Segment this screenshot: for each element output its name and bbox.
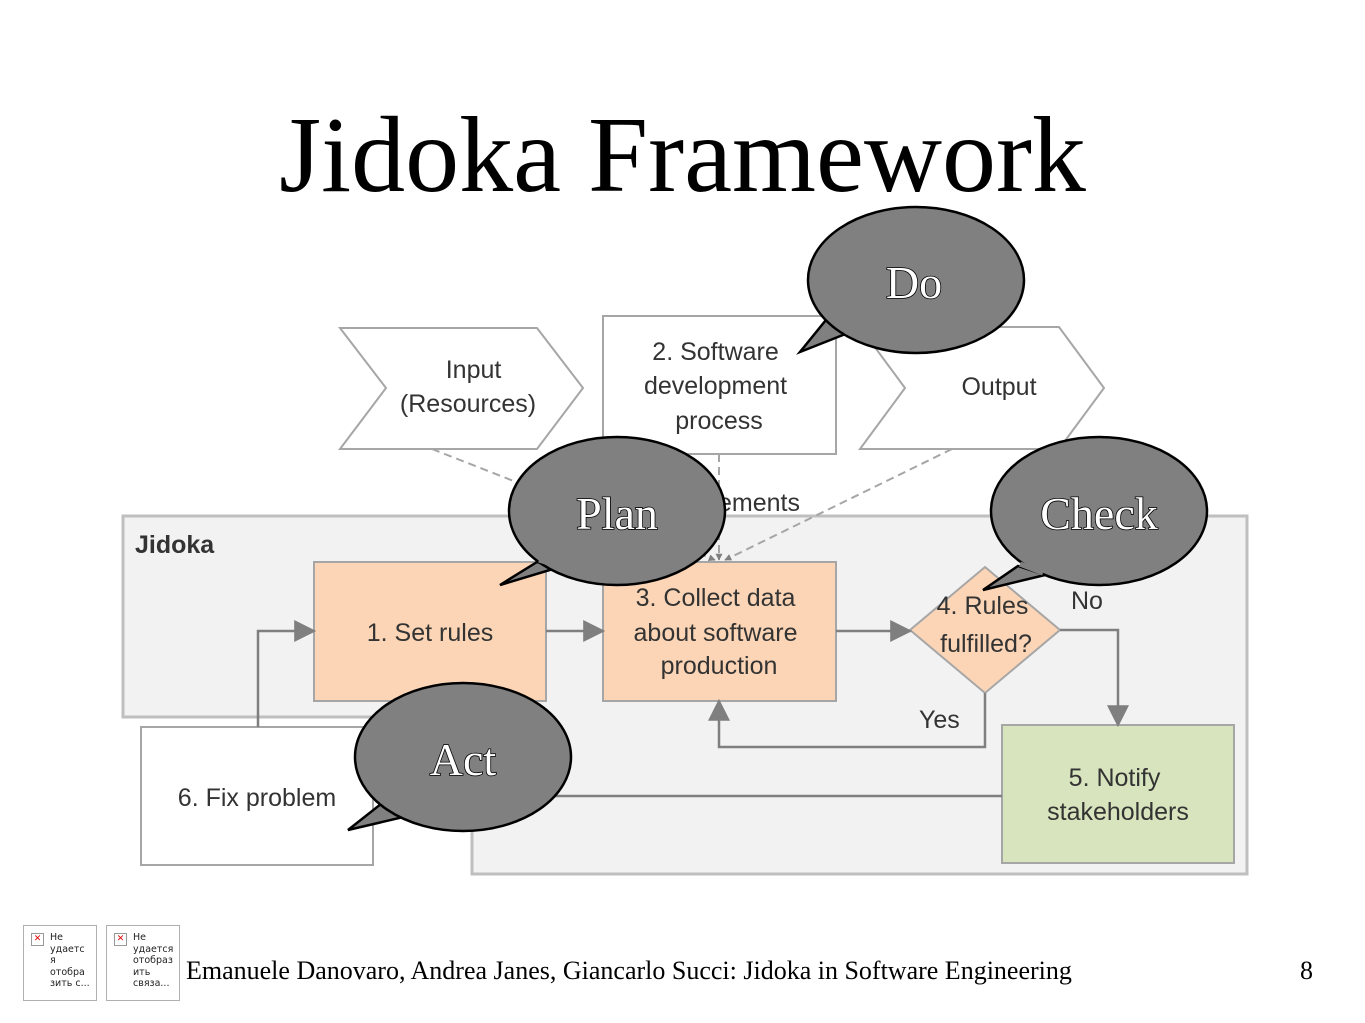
svg-text:4. Rules fulfilled?: 4. Rules fulfilled?	[937, 592, 1036, 658]
collect-line-2: about software	[634, 619, 798, 647]
measurements-label: ements	[718, 489, 800, 517]
page-number: 8	[1300, 956, 1313, 985]
act-bubble: Act	[347, 681, 573, 833]
output-measure-line	[724, 448, 953, 561]
check-label: Check	[1040, 488, 1158, 539]
process-line-2: development	[644, 372, 787, 400]
plan-label: Plan	[576, 488, 658, 539]
output-label: Output	[961, 373, 1036, 401]
rules-line-1: 4. Rules	[937, 592, 1029, 620]
collect-line-1: 3. Collect data	[636, 584, 796, 612]
broken-image-text-1: Не удаетс я отобра зить с...	[50, 932, 90, 989]
do-bubble: Do	[796, 205, 1026, 355]
broken-image-1: ✕ Не удаетс я отобра зить с...	[23, 925, 97, 1001]
arrow-no-to-notify	[1060, 628, 1129, 728]
svg-text:5. Notify stakeholders: 5. Notify stakeholders	[1047, 764, 1189, 826]
check-bubble: Check	[982, 435, 1209, 592]
collect-line-3: production	[661, 652, 778, 680]
input-chevron	[337, 327, 585, 450]
svg-text:3. Collect data about soft: 3. Collect data about software productio…	[634, 584, 805, 680]
slide-title: Jidoka Framework	[279, 96, 1086, 215]
fix-problem-box	[140, 726, 374, 866]
broken-image-icon: ✕	[114, 933, 127, 946]
notify-line-2: stakeholders	[1047, 798, 1189, 826]
software-process-box	[602, 315, 837, 455]
input-line-1: Input	[446, 356, 502, 384]
yes-label: Yes	[919, 706, 960, 734]
notify-line-1: 5. Notify	[1069, 764, 1161, 792]
set-rules-label: 1. Set rules	[367, 619, 493, 647]
process-line-1: 2. Software	[652, 338, 778, 366]
process-line-3: process	[675, 407, 763, 435]
fix-problem-label: 6. Fix problem	[178, 784, 336, 812]
svg-text:Input (Resources): Input (Resources)	[400, 356, 536, 418]
broken-image-icon: ✕	[31, 933, 44, 946]
act-label: Act	[430, 734, 497, 785]
broken-image-text-2: Не удается отобраз ить связа...	[133, 932, 174, 989]
arrow-fix-to-setrules	[256, 620, 317, 727]
arrow-yes-to-collect	[708, 693, 987, 749]
slide-footer: Emanuele Danovaro, Andrea Janes, Giancar…	[186, 956, 1072, 985]
notify-stakeholders-box	[1001, 724, 1235, 864]
no-label: No	[1071, 587, 1103, 615]
do-label: Do	[886, 257, 942, 308]
input-line-2: (Resources)	[400, 390, 536, 418]
set-rules-box	[313, 561, 547, 702]
jidoka-label: Jidoka	[135, 531, 215, 559]
plan-bubble: Plan	[499, 435, 727, 587]
broken-image-2: ✕ Не удается отобраз ить связа...	[106, 925, 180, 1001]
rules-line-2: fulfilled?	[940, 630, 1032, 658]
svg-text:2. Software development: 2. Software development process	[644, 338, 794, 435]
